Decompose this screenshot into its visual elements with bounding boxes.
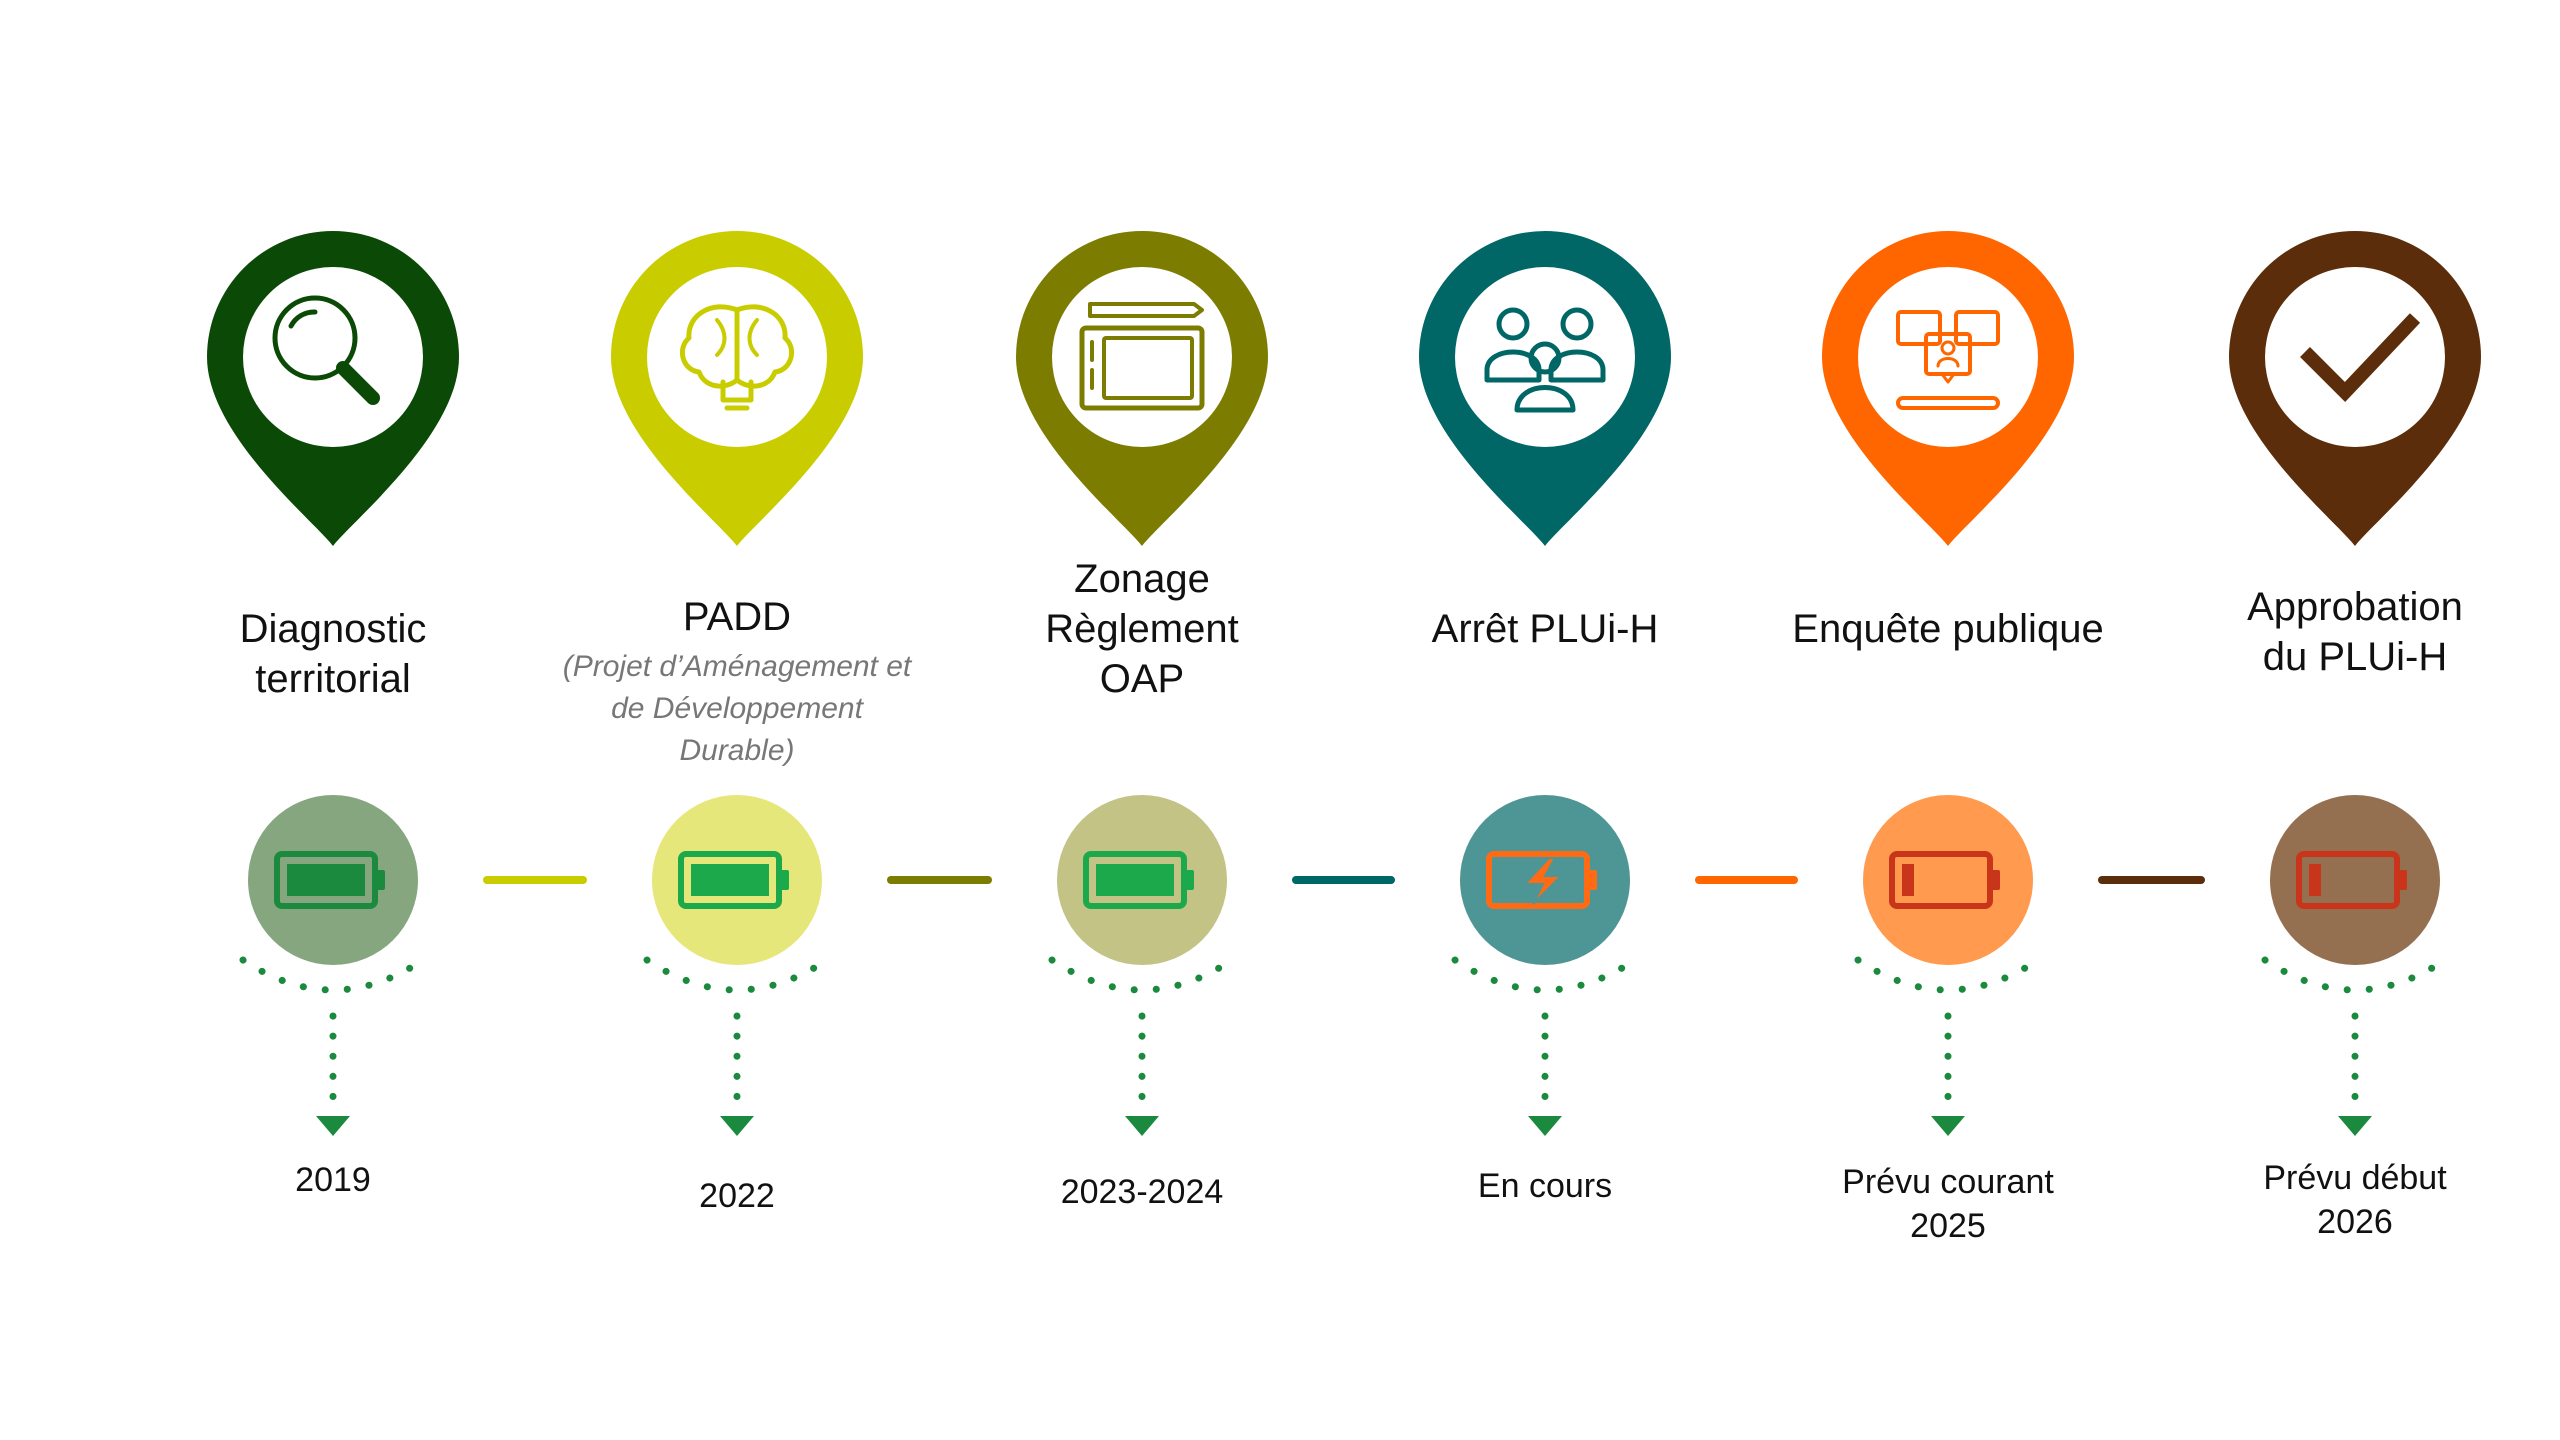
timeline-step-6: Approbation du PLUi-H Prévu début 2026 — [2145, 0, 2560, 1440]
arrow-down-icon — [1528, 1116, 1562, 1136]
timeline-connector — [1292, 876, 1395, 884]
dotted-arc — [1451, 956, 1639, 994]
step-title-line: OAP — [1099, 657, 1185, 701]
step-title-line: Règlement — [1045, 607, 1239, 651]
dotted-arc — [2261, 956, 2449, 994]
status-indicator — [1335, 780, 1755, 1180]
step-date: Prévu courant 2025 — [1738, 1160, 2158, 1248]
dotted-arc — [239, 956, 427, 994]
dotted-arc — [1048, 956, 1236, 994]
checkmark-icon — [2300, 313, 2421, 403]
dotted-arc — [643, 956, 831, 994]
step-title: Enquête publique — [1738, 604, 2158, 654]
step-date: 2019 — [123, 1158, 543, 1202]
timeline-connector — [2098, 876, 2205, 884]
map-pin-marker — [2145, 220, 2560, 560]
step-date-line: 2019 — [295, 1161, 371, 1199]
step-title-line: Diagnostic — [239, 607, 427, 651]
map-pin-marker — [1335, 220, 1755, 560]
battery-icon — [1083, 851, 1194, 909]
step-title-line: Zonage — [1074, 557, 1210, 601]
consultation-icon — [1896, 310, 2000, 410]
status-indicator — [2145, 780, 2560, 1180]
arrow-down-icon — [1125, 1116, 1159, 1136]
step-date-line: Prévu courant — [1842, 1163, 2054, 1201]
step-subtitle-line: de Développement — [611, 692, 863, 725]
brain-icon — [679, 304, 795, 411]
step-date-line: 2023-2024 — [1060, 1173, 1224, 1211]
timeline-step-4: Arrêt PLUi-H En cours — [1335, 0, 1755, 1440]
step-title: Approbation du PLUi-H — [2145, 582, 2560, 682]
status-indicator — [1738, 780, 2158, 1180]
dotted-arc — [1854, 956, 2042, 994]
step-title-line: PADD — [682, 595, 792, 639]
battery-icon — [1486, 851, 1597, 909]
map-pin-marker — [1738, 220, 2158, 560]
status-circle — [2270, 795, 2440, 965]
step-date-line: 2026 — [2317, 1203, 2393, 1241]
step-title: Arrêt PLUi-H — [1335, 604, 1755, 654]
battery-icon — [2296, 851, 2407, 909]
step-date-line: En cours — [1477, 1167, 1613, 1205]
map-pin-marker — [527, 220, 947, 560]
status-indicator — [527, 780, 947, 1180]
timeline-connector — [887, 876, 992, 884]
status-circle — [1863, 795, 2033, 965]
step-subtitle-line: (Projet d’Aménagement et — [562, 650, 912, 683]
step-title-line: Enquête publique — [1792, 607, 2104, 651]
arrow-down-icon — [720, 1116, 754, 1136]
step-title: Diagnostic territorial — [123, 604, 543, 704]
step-title-line: territorial — [255, 657, 411, 701]
arrow-down-icon — [1931, 1116, 1965, 1136]
step-title-line: Arrêt PLUi-H — [1431, 607, 1659, 651]
timeline-connector — [1695, 876, 1798, 884]
timeline-step-2: PADD (Projet d’Aménagement et de Développe… — [527, 0, 947, 1440]
battery-icon — [1889, 851, 2000, 909]
step-title-line: Approbation — [2247, 585, 2463, 629]
step-date-line: 2025 — [1910, 1207, 1986, 1245]
team-icon — [1484, 307, 1606, 413]
timeline-connector — [483, 876, 587, 884]
timeline-step-1: Diagnostic territorial 2019 — [123, 0, 543, 1440]
step-title-line: du PLUi-H — [2262, 635, 2448, 679]
step-title: PADD — [527, 592, 947, 642]
map-pin-marker — [932, 220, 1352, 560]
magnifier-icon — [272, 295, 380, 405]
map-pin-marker — [123, 220, 543, 560]
step-date-line: Prévu début — [2263, 1159, 2447, 1197]
step-date-line: 2022 — [699, 1177, 775, 1215]
step-date: En cours — [1335, 1164, 1755, 1208]
status-indicator — [932, 780, 1352, 1180]
drawing-tablet-icon — [1079, 302, 1205, 411]
battery-icon — [678, 851, 789, 909]
status-indicator — [123, 780, 543, 1180]
step-date: 2023-2024 — [932, 1170, 1352, 1214]
step-date: 2022 — [527, 1174, 947, 1218]
step-date: Prévu début 2026 — [2145, 1156, 2560, 1244]
battery-icon — [274, 851, 385, 909]
step-subtitle-line: Durable) — [679, 734, 795, 767]
arrow-down-icon — [316, 1116, 350, 1136]
step-subtitle: (Projet d’Aménagement et de Développement… — [537, 646, 937, 772]
arrow-down-icon — [2338, 1116, 2372, 1136]
